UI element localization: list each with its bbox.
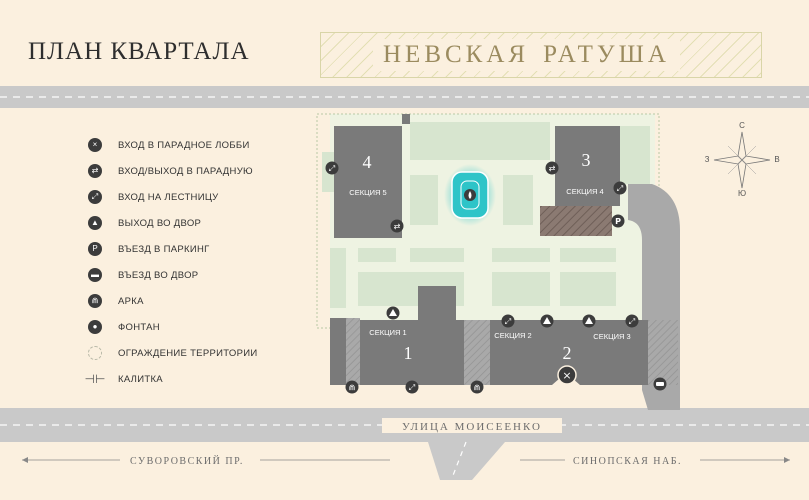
svg-text:⤢: ⤢ bbox=[408, 383, 415, 392]
parking-icon: P bbox=[88, 242, 102, 256]
brand-word-1: НЕВСКАЯ bbox=[383, 41, 530, 68]
marker-car-icon[interactable] bbox=[653, 377, 667, 391]
legend-item: ⤢ ВХОД НА ЛЕСТНИЦУ bbox=[88, 187, 288, 207]
svg-text:⤢: ⤢ bbox=[628, 317, 635, 326]
legend-item: ⋒ АРКА bbox=[88, 291, 288, 311]
marker-stairs-icon[interactable]: ⤢ bbox=[613, 181, 627, 195]
svg-text:⤢: ⤢ bbox=[328, 164, 335, 173]
brand-word-2: РАТУША bbox=[543, 41, 670, 68]
arch-icon: ⋒ bbox=[88, 294, 102, 308]
building-4 bbox=[334, 126, 402, 238]
marker-triangle-icon[interactable] bbox=[540, 314, 554, 328]
legend-label: ВХОД В ПАРАДНОЕ ЛОББИ bbox=[118, 139, 250, 151]
legend-label: ФОНТАН bbox=[118, 321, 160, 333]
marker-triangle-icon[interactable] bbox=[582, 314, 596, 328]
building-4-section: СЕКЦИЯ 5 bbox=[349, 188, 386, 197]
fence-circle-icon bbox=[88, 346, 102, 360]
building-2-number: 2 bbox=[563, 343, 572, 363]
marker-stairs-icon[interactable]: ⤢ bbox=[405, 380, 419, 394]
page-title: ПЛАН КВАРТАЛА bbox=[28, 38, 250, 65]
legend-label: АРКА bbox=[118, 295, 144, 307]
svg-text:⤢: ⤢ bbox=[616, 184, 623, 193]
legend-label: ВЪЕЗД В ПАРКИНГ bbox=[118, 243, 210, 255]
marker-parking-icon[interactable]: P bbox=[611, 214, 625, 228]
compass-s: Ю bbox=[738, 189, 746, 198]
building-1-main bbox=[360, 286, 464, 385]
legend-label: ВХОД/ВЫХОД В ПАРАДНУЮ bbox=[118, 165, 253, 177]
legend-item: ● ФОНТАН bbox=[88, 317, 288, 337]
marker-arch-icon[interactable]: ⋒ bbox=[470, 380, 484, 394]
legend-item: ОГРАЖДЕНИЕ ТЕРРИТОРИИ bbox=[88, 343, 288, 363]
building-3-section: СЕКЦИЯ 4 bbox=[566, 187, 603, 196]
svg-text:⋒: ⋒ bbox=[474, 383, 481, 392]
building-4-number: 4 bbox=[363, 152, 372, 172]
terrace-hatch bbox=[540, 206, 612, 236]
arch-passage-left bbox=[346, 318, 360, 385]
building-2 bbox=[490, 320, 648, 385]
marker-stairs-icon[interactable]: ⤢ bbox=[325, 161, 339, 175]
marker-arch-icon[interactable]: ⋒ bbox=[345, 380, 359, 394]
legend-label: ВЪЕЗД ВО ДВОР bbox=[118, 269, 199, 281]
legend-item: × ВХОД В ПАРАДНОЕ ЛОББИ bbox=[88, 135, 288, 155]
svg-text:⤢: ⤢ bbox=[504, 317, 511, 326]
street-name-right: СИНОПСКАЯ НАБ. bbox=[573, 456, 682, 467]
arch-passage-mid bbox=[464, 320, 490, 385]
marker-triangle-icon[interactable] bbox=[386, 306, 400, 320]
brand-name: НЕВСКАЯ РАТУША bbox=[373, 39, 680, 71]
svg-text:⇄: ⇄ bbox=[394, 222, 401, 231]
building-2-section-a: СЕКЦИЯ 2 bbox=[494, 331, 531, 340]
legend-label: ВХОД НА ЛЕСТНИЦУ bbox=[118, 191, 219, 203]
building-2-section-b: СЕКЦИЯ 3 bbox=[593, 332, 630, 341]
marker-stairs-icon[interactable]: ⤢ bbox=[625, 314, 639, 328]
legend-item: ⇄ ВХОД/ВЫХОД В ПАРАДНУЮ bbox=[88, 161, 288, 181]
cross-icon: × bbox=[88, 138, 102, 152]
building-1 bbox=[330, 318, 346, 385]
building-3-number: 3 bbox=[582, 150, 591, 170]
road-branch-marking bbox=[451, 441, 467, 479]
building-1-section: СЕКЦИЯ 1 bbox=[369, 328, 406, 337]
legend-label: ОГРАЖДЕНИЕ ТЕРРИТОРИИ bbox=[118, 347, 258, 359]
svg-text:⇄: ⇄ bbox=[549, 164, 556, 173]
legend-item: ▲ ВЫХОД ВО ДВОР bbox=[88, 213, 288, 233]
legend-label: КАЛИТКА bbox=[118, 373, 163, 385]
marker-swap-arrows-icon[interactable]: ⇄ bbox=[390, 219, 404, 233]
car-icon: ▬ bbox=[88, 268, 102, 282]
compass-rose bbox=[713, 131, 771, 189]
fountain-drop-icon: ● bbox=[88, 320, 102, 334]
swap-arrows-icon: ⇄ bbox=[88, 164, 102, 178]
legend-item: ⊣⊢ КАЛИТКА bbox=[84, 369, 288, 389]
svg-text:⋒: ⋒ bbox=[349, 383, 356, 392]
fountain-inner bbox=[460, 180, 480, 210]
svg-text:P: P bbox=[615, 217, 621, 226]
street-name-left: СУВОРОВСКИЙ ПР. bbox=[130, 455, 244, 467]
gate-icon: ⊣⊢ bbox=[84, 372, 106, 386]
arch-passage-right bbox=[648, 320, 678, 385]
brand-banner: НЕВСКАЯ РАТУША bbox=[320, 32, 762, 78]
marker-cross-icon[interactable]: × bbox=[557, 365, 577, 385]
parking-entry bbox=[642, 390, 680, 410]
legend-item: ▬ ВЪЕЗД ВО ДВОР bbox=[88, 265, 288, 285]
road-branch bbox=[428, 442, 505, 480]
building-3 bbox=[555, 126, 620, 206]
street-name-main: УЛИЦА МОИСЕЕНКО bbox=[402, 421, 542, 433]
legend-label: ВЫХОД ВО ДВОР bbox=[118, 217, 202, 229]
marker-stairs-icon[interactable]: ⤢ bbox=[501, 314, 515, 328]
legend-item: P ВЪЕЗД В ПАРКИНГ bbox=[88, 239, 288, 259]
svg-text:×: × bbox=[562, 369, 571, 382]
stairs-icon: ⤢ bbox=[88, 190, 102, 204]
compass-w: З bbox=[705, 155, 710, 164]
compass-e: В bbox=[774, 155, 779, 164]
building-1-number: 1 bbox=[404, 343, 413, 363]
marker-swap-arrows-icon[interactable]: ⇄ bbox=[545, 161, 559, 175]
compass-n: С bbox=[739, 121, 745, 130]
triangle-icon: ▲ bbox=[88, 216, 102, 230]
